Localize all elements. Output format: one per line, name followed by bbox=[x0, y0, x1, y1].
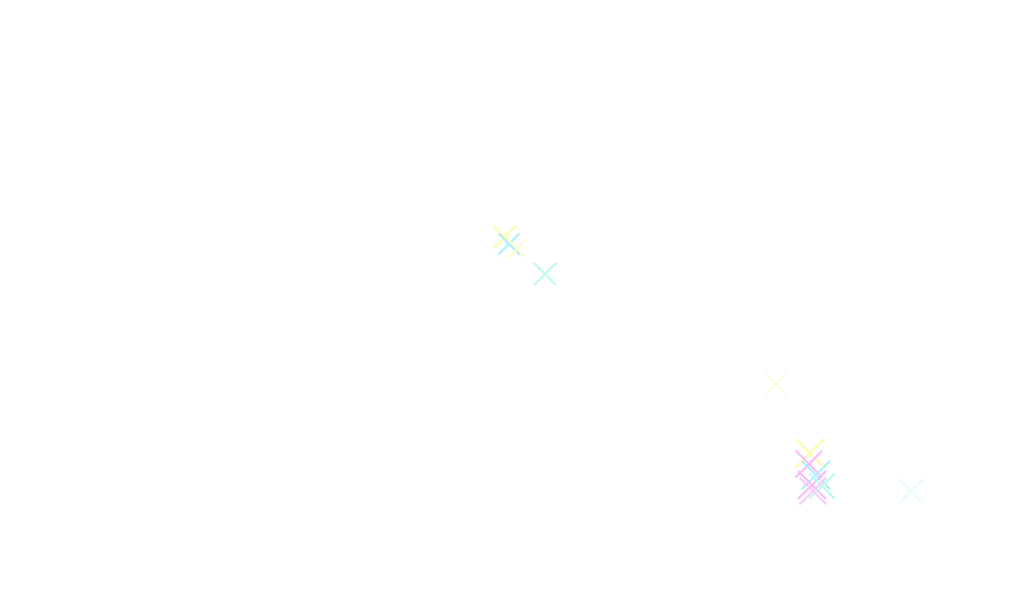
cross-sparkle-icon bbox=[494, 229, 524, 259]
cross-sparkle-icon bbox=[790, 445, 828, 483]
cross-sparkle-icon bbox=[489, 221, 521, 253]
cross-sparkle-icon bbox=[796, 455, 836, 495]
cross-sparkle-icon bbox=[792, 465, 832, 505]
cross-sparkle-icon bbox=[790, 433, 830, 473]
cross-sparkle-icon bbox=[794, 472, 832, 510]
cross-sparkle-icon bbox=[760, 368, 792, 400]
cross-sparkle-icon bbox=[529, 258, 561, 290]
cross-sparkle-icon bbox=[804, 468, 840, 504]
cross-sparkle-icon bbox=[504, 236, 530, 262]
cross-sparkle-icon bbox=[894, 474, 928, 508]
